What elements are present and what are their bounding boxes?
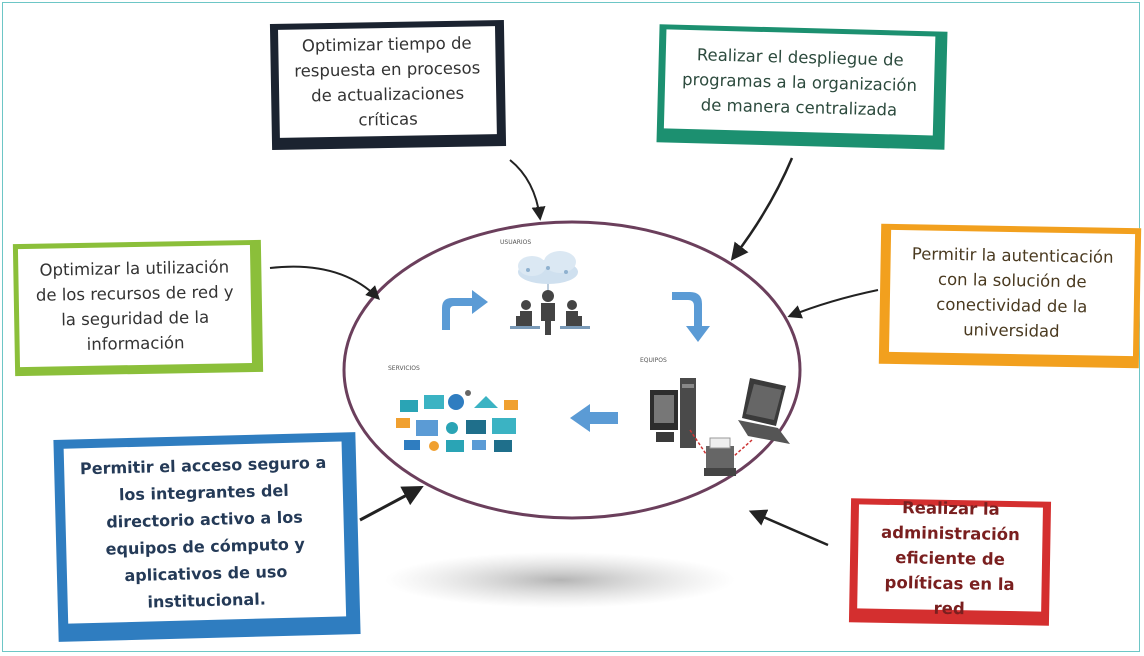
- desktop-computer-icon: [650, 378, 696, 448]
- text-line: con la solución de: [937, 269, 1087, 292]
- flow-arrow-up-right: [442, 290, 488, 330]
- text-line: institucional.: [147, 588, 267, 612]
- ellipse-shadow: [385, 552, 735, 608]
- goal-box-update-response-time: Optimizar tiempo de respuesta en proceso…: [269, 19, 507, 151]
- goal-box-secure-access: Permitir el acceso seguro a los integran…: [53, 432, 361, 642]
- text-line: conectividad de la: [936, 294, 1088, 317]
- goal-box-network-resources: Optimizar la utilización de los recursos…: [12, 239, 264, 377]
- flow-arrow-left: [570, 404, 618, 432]
- text-line: Optimizar tiempo de: [301, 33, 472, 56]
- cloud-icon: [518, 251, 578, 284]
- connector-top-left: [509, 159, 546, 221]
- text-line: de actualizaciones: [311, 83, 465, 106]
- connector-left-mid: [269, 265, 380, 300]
- text-line: Optimizar la utilización: [39, 257, 230, 280]
- text-line: de manera centralizada: [700, 95, 898, 120]
- laptop-icon: [738, 378, 790, 444]
- label-equipment: EQUIPOS: [640, 357, 667, 364]
- text-line: críticas: [358, 109, 418, 130]
- connector-bottom-left: [359, 486, 424, 522]
- goal-box-authentication: Permitir la autenticación con la solució…: [878, 223, 1142, 369]
- label-users: USUARIOS: [500, 239, 531, 246]
- services-icons: [396, 390, 518, 452]
- printer-icon: [689, 429, 753, 476]
- text-line: administración: [880, 522, 1021, 544]
- connector-bottom-right: [748, 509, 829, 547]
- goal-box-policy-administration: Realizar la administración eficiente de …: [848, 498, 1052, 626]
- text-line: Realizar la: [901, 497, 1000, 519]
- connector-right-mid: [787, 289, 879, 319]
- connector-top-right: [730, 157, 794, 261]
- text-line: respuesta en procesos: [294, 58, 481, 81]
- text-line: eficiente de: [895, 547, 1006, 569]
- flow-arrow-right-down: [672, 292, 710, 342]
- text-line: de los recursos de red y: [35, 282, 234, 305]
- user-group-icon: [510, 284, 590, 335]
- text-line: Permitir la autenticación: [911, 244, 1114, 267]
- goal-box-program-deployment: Realizar el despliegue de programas a la…: [656, 24, 948, 150]
- text-line: universidad: [963, 320, 1060, 341]
- label-services: SERVICIOS: [388, 365, 420, 372]
- text-line: información: [86, 333, 185, 354]
- text-line: políticas en la red: [884, 572, 1015, 618]
- text-line: la seguridad de la: [61, 307, 210, 330]
